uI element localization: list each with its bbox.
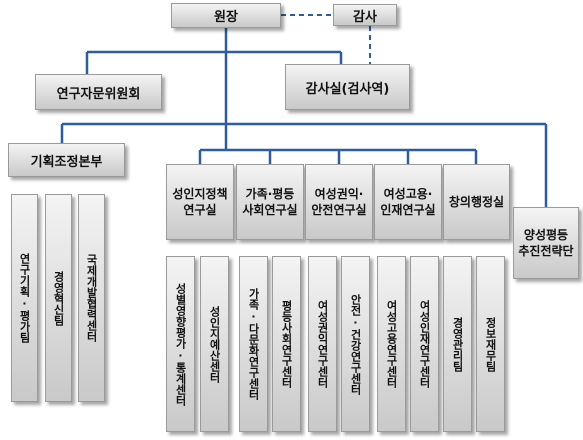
planning-hq-label: 기획조정본부 (30, 154, 103, 170)
talent-center-box: 여성인재연구센터 (410, 256, 439, 432)
info-finance-team-label: 정보재무팀 (484, 316, 497, 372)
international-center-box: 국제개발협력센터 (78, 194, 105, 402)
equal-society-center-box: 평등사회연구센터 (272, 256, 301, 432)
gender-budget-center-box: 성인지예산센터 (200, 256, 229, 432)
gender-budget-center-label: 성인지예산센터 (208, 305, 221, 383)
division-gender-policy-label: 성인지정책 연구실 (172, 187, 228, 217)
auditor-box: 감사 (333, 4, 397, 26)
director-box: 원장 (171, 3, 281, 28)
gender-equality-strategy-box: 양성평등 추진전략단 (513, 207, 579, 279)
division-family-equality-label: 가족·평등 사회연구실 (242, 187, 298, 217)
management-team-box: 경영관리팀 (443, 256, 472, 432)
division-gender-policy-box: 성인지정책 연구실 (166, 164, 234, 240)
audit-office-label: 감사실(검사역) (305, 81, 390, 97)
division-rights-safety-label: 여성권익· 안전연구실 (311, 187, 367, 217)
info-finance-team-box: 정보재무팀 (476, 256, 505, 432)
gender-equality-strategy-label: 양성평등 추진전략단 (518, 228, 574, 258)
employment-center-box: 여성고용연구센터 (377, 256, 406, 432)
safety-health-center-label: 안전·건강연구센터 (349, 293, 362, 395)
division-employment-talent-label: 여성고용· 인재연구실 (380, 187, 436, 217)
planning-team-box: 연구기획·평가팀 (11, 194, 38, 402)
womens-rights-center-box: 여성권익연구센터 (308, 256, 337, 432)
gender-impact-center-label: 성별영향평가·통계센터 (174, 282, 187, 406)
division-family-equality-box: 가족·평등 사회연구실 (236, 164, 304, 240)
safety-health-center-box: 안전·건강연구센터 (341, 256, 370, 432)
advisory-committee-label: 연구자문위원회 (56, 86, 141, 102)
division-creative-admin-label: 창의행정실 (448, 195, 505, 209)
talent-center-label: 여성인재연구센터 (418, 300, 431, 388)
planning-team-label: 연구기획·평가팀 (18, 253, 31, 343)
division-rights-safety-box: 여성권익· 안전연구실 (305, 164, 373, 240)
division-creative-admin-box: 창의행정실 (443, 164, 510, 240)
international-center-label: 국제개발협력센터 (85, 254, 98, 342)
audit-office-box: 감사실(검사역) (285, 64, 410, 110)
womens-rights-center-label: 여성권익연구센터 (316, 300, 329, 388)
auditor-label: 감사 (353, 9, 377, 25)
family-multicultural-center-label: 가족·다문화연구센터 (247, 288, 260, 400)
family-multicultural-center-box: 가족·다문화연구센터 (239, 256, 268, 432)
director-label: 원장 (214, 10, 238, 25)
equal-society-center-label: 평등사회연구센터 (280, 300, 293, 388)
advisory-committee-box: 연구자문위원회 (35, 74, 162, 110)
employment-center-label: 여성고용연구센터 (385, 300, 398, 388)
innovation-team-box: 경영혁신팀 (45, 194, 72, 402)
gender-impact-center-box: 성별영향평가·통계센터 (166, 256, 195, 432)
planning-hq-box: 기획조정본부 (8, 143, 125, 177)
division-employment-talent-box: 여성고용· 인재연구실 (374, 164, 442, 240)
innovation-team-label: 경영혁신팀 (52, 270, 65, 326)
management-team-label: 경영관리팀 (451, 316, 464, 372)
